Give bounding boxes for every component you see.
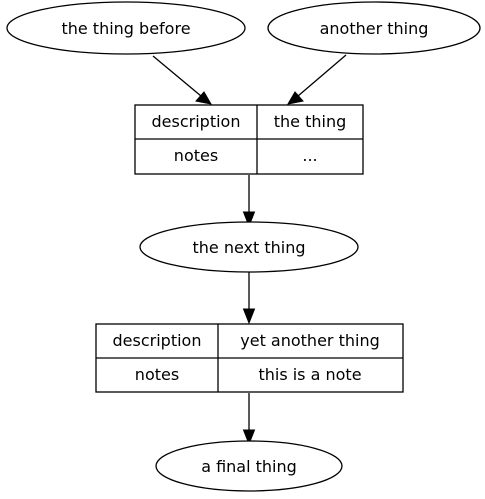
node-next-thing[interactable]: the next thing [139, 221, 359, 273]
edge-thing-before-to-record1 [152, 55, 212, 105]
node-another-thing[interactable]: another thing [267, 1, 481, 55]
node-another-thing-label: another thing [320, 19, 429, 38]
node-record-1[interactable]: description the thing notes ... [134, 104, 364, 175]
record-2-name-cell: yet another thing [240, 331, 379, 350]
node-next-thing-label: the next thing [192, 238, 305, 257]
edge-record2-to-final-thing [242, 393, 256, 446]
node-record-2[interactable]: description yet another thing notes this… [95, 323, 404, 393]
record-2-note-value-cell: this is a note [258, 365, 361, 384]
node-thing-before[interactable]: the thing before [6, 1, 246, 55]
node-thing-before-label: the thing before [61, 19, 190, 38]
edge-next-thing-to-record2 [242, 272, 256, 325]
record-2-description-cell: description [113, 331, 202, 350]
node-final-thing[interactable]: a final thing [155, 440, 343, 492]
edge-record1-to-next-thing [242, 175, 256, 228]
node-final-thing-label: a final thing [201, 457, 297, 476]
record-1-note-value-cell: ... [302, 146, 317, 165]
record-2-notes-cell: notes [135, 365, 179, 384]
record-1-notes-cell: notes [174, 146, 218, 165]
record-1-description-cell: description [152, 112, 241, 131]
record-1-name-cell: the thing [274, 112, 347, 131]
edge-another-thing-to-record1 [287, 54, 347, 105]
